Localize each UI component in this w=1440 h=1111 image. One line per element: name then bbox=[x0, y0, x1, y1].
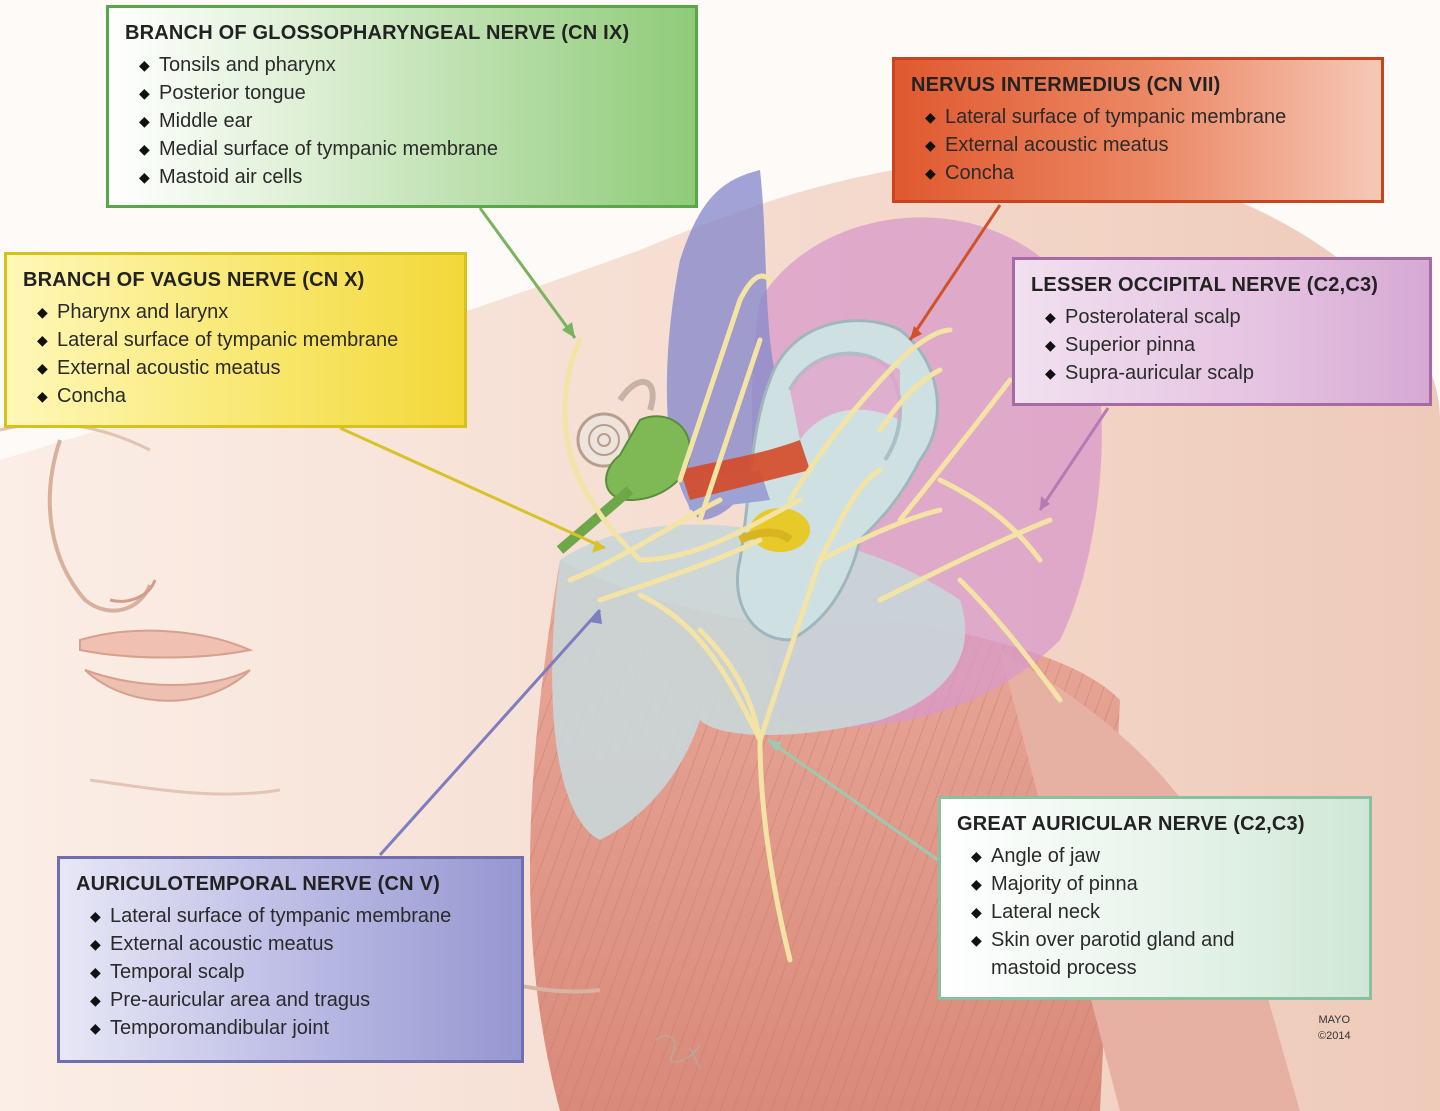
bullet-icon: ◆ bbox=[139, 51, 150, 79]
bullet-icon: ◆ bbox=[37, 298, 48, 326]
vagus-label-box: BRANCH OF VAGUS NERVE (CN X) ◆Pharynx an… bbox=[4, 252, 467, 428]
bullet-icon: ◆ bbox=[1045, 359, 1056, 387]
bullet-icon: ◆ bbox=[37, 382, 48, 410]
auriculotemporal-list: ◆Lateral surface of tympanic membrane ◆E… bbox=[76, 902, 505, 1042]
lesser-occipital-list: ◆Posterolateral scalp ◆Superior pinna ◆S… bbox=[1031, 303, 1413, 387]
bullet-icon: ◆ bbox=[90, 1014, 101, 1042]
list-item: ◆Superior pinna bbox=[1045, 331, 1413, 359]
bullet-icon: ◆ bbox=[37, 354, 48, 382]
bullet-icon: ◆ bbox=[971, 870, 982, 898]
list-item: ◆External acoustic meatus bbox=[37, 354, 448, 382]
list-item: ◆Temporomandibular joint bbox=[90, 1014, 505, 1042]
list-item: ◆Pre-auricular area and tragus bbox=[90, 986, 505, 1014]
auriculotemporal-label-box: AURICULOTEMPORAL NERVE (CN V) ◆Lateral s… bbox=[57, 856, 524, 1063]
vagus-title: BRANCH OF VAGUS NERVE (CN X) bbox=[23, 269, 448, 292]
glossopharyngeal-title: BRANCH OF GLOSSOPHARYNGEAL NERVE (CN IX) bbox=[125, 22, 679, 45]
list-item: ◆Concha bbox=[37, 382, 448, 410]
bullet-icon: ◆ bbox=[90, 930, 101, 958]
great-auricular-title: GREAT AURICULAR NERVE (C2,C3) bbox=[957, 813, 1353, 836]
vagus-list: ◆Pharynx and larynx ◆Lateral surface of … bbox=[23, 298, 448, 410]
great-auricular-label-box: GREAT AURICULAR NERVE (C2,C3) ◆Angle of … bbox=[938, 796, 1372, 1000]
list-item: ◆Supra-auricular scalp bbox=[1045, 359, 1413, 387]
bullet-icon: ◆ bbox=[139, 135, 150, 163]
bullet-icon: ◆ bbox=[925, 131, 936, 159]
credit-line-2: ©2014 bbox=[1318, 1028, 1351, 1044]
bullet-icon: ◆ bbox=[90, 902, 101, 930]
list-item: ◆External acoustic meatus bbox=[90, 930, 505, 958]
list-item: ◆Lateral neck bbox=[971, 898, 1353, 926]
list-item: ◆Posterior tongue bbox=[139, 79, 679, 107]
bullet-icon: ◆ bbox=[971, 898, 982, 926]
list-item: ◆Concha bbox=[925, 159, 1365, 187]
glossopharyngeal-list: ◆Tonsils and pharynx ◆Posterior tongue ◆… bbox=[125, 51, 679, 191]
bullet-icon: ◆ bbox=[90, 958, 101, 986]
list-item: ◆External acoustic meatus bbox=[925, 131, 1365, 159]
lesser-occipital-label-box: LESSER OCCIPITAL NERVE (C2,C3) ◆Posterol… bbox=[1012, 257, 1432, 406]
list-item: ◆Temporal scalp bbox=[90, 958, 505, 986]
bullet-icon: ◆ bbox=[1045, 331, 1056, 359]
lesser-occipital-title: LESSER OCCIPITAL NERVE (C2,C3) bbox=[1031, 274, 1413, 297]
bullet-icon: ◆ bbox=[139, 107, 150, 135]
list-item: ◆Tonsils and pharynx bbox=[139, 51, 679, 79]
intermedius-title: NERVUS INTERMEDIUS (CN VII) bbox=[911, 74, 1365, 97]
credit-line-1: MAYO bbox=[1318, 1012, 1351, 1028]
bullet-icon: ◆ bbox=[1045, 303, 1056, 331]
list-item: ◆Middle ear bbox=[139, 107, 679, 135]
intermedius-list: ◆Lateral surface of tympanic membrane ◆E… bbox=[911, 103, 1365, 187]
bullet-icon: ◆ bbox=[139, 79, 150, 107]
list-item: ◆Angle of jaw bbox=[971, 842, 1353, 870]
bullet-icon: ◆ bbox=[139, 163, 150, 191]
bullet-icon: ◆ bbox=[925, 159, 936, 187]
list-item: ◆Skin over parotid gland and bbox=[971, 926, 1353, 954]
list-item: ◆Majority of pinna bbox=[971, 870, 1353, 898]
glossopharyngeal-label-box: BRANCH OF GLOSSOPHARYNGEAL NERVE (CN IX)… bbox=[106, 5, 698, 208]
list-item: ◆Lateral surface of tympanic membrane bbox=[37, 326, 448, 354]
intermedius-label-box: NERVUS INTERMEDIUS (CN VII) ◆Lateral sur… bbox=[892, 57, 1384, 203]
list-item: ◆Medial surface of tympanic membrane bbox=[139, 135, 679, 163]
bullet-icon: ◆ bbox=[971, 842, 982, 870]
list-item: ◆Posterolateral scalp bbox=[1045, 303, 1413, 331]
auriculotemporal-title: AURICULOTEMPORAL NERVE (CN V) bbox=[76, 873, 505, 896]
list-item: ◆Mastoid air cells bbox=[139, 163, 679, 191]
bullet-icon: ◆ bbox=[971, 926, 982, 954]
great-auricular-list: ◆Angle of jaw ◆Majority of pinna ◆Latera… bbox=[957, 842, 1353, 982]
copyright-credit: MAYO ©2014 bbox=[1318, 1012, 1351, 1044]
list-item: ◆Pharynx and larynx bbox=[37, 298, 448, 326]
bullet-icon: ◆ bbox=[90, 986, 101, 1014]
list-item-continuation: mastoid process bbox=[971, 954, 1353, 982]
bullet-icon: ◆ bbox=[37, 326, 48, 354]
list-item: ◆Lateral surface of tympanic membrane bbox=[90, 902, 505, 930]
bullet-icon: ◆ bbox=[925, 103, 936, 131]
list-item: ◆Lateral surface of tympanic membrane bbox=[925, 103, 1365, 131]
